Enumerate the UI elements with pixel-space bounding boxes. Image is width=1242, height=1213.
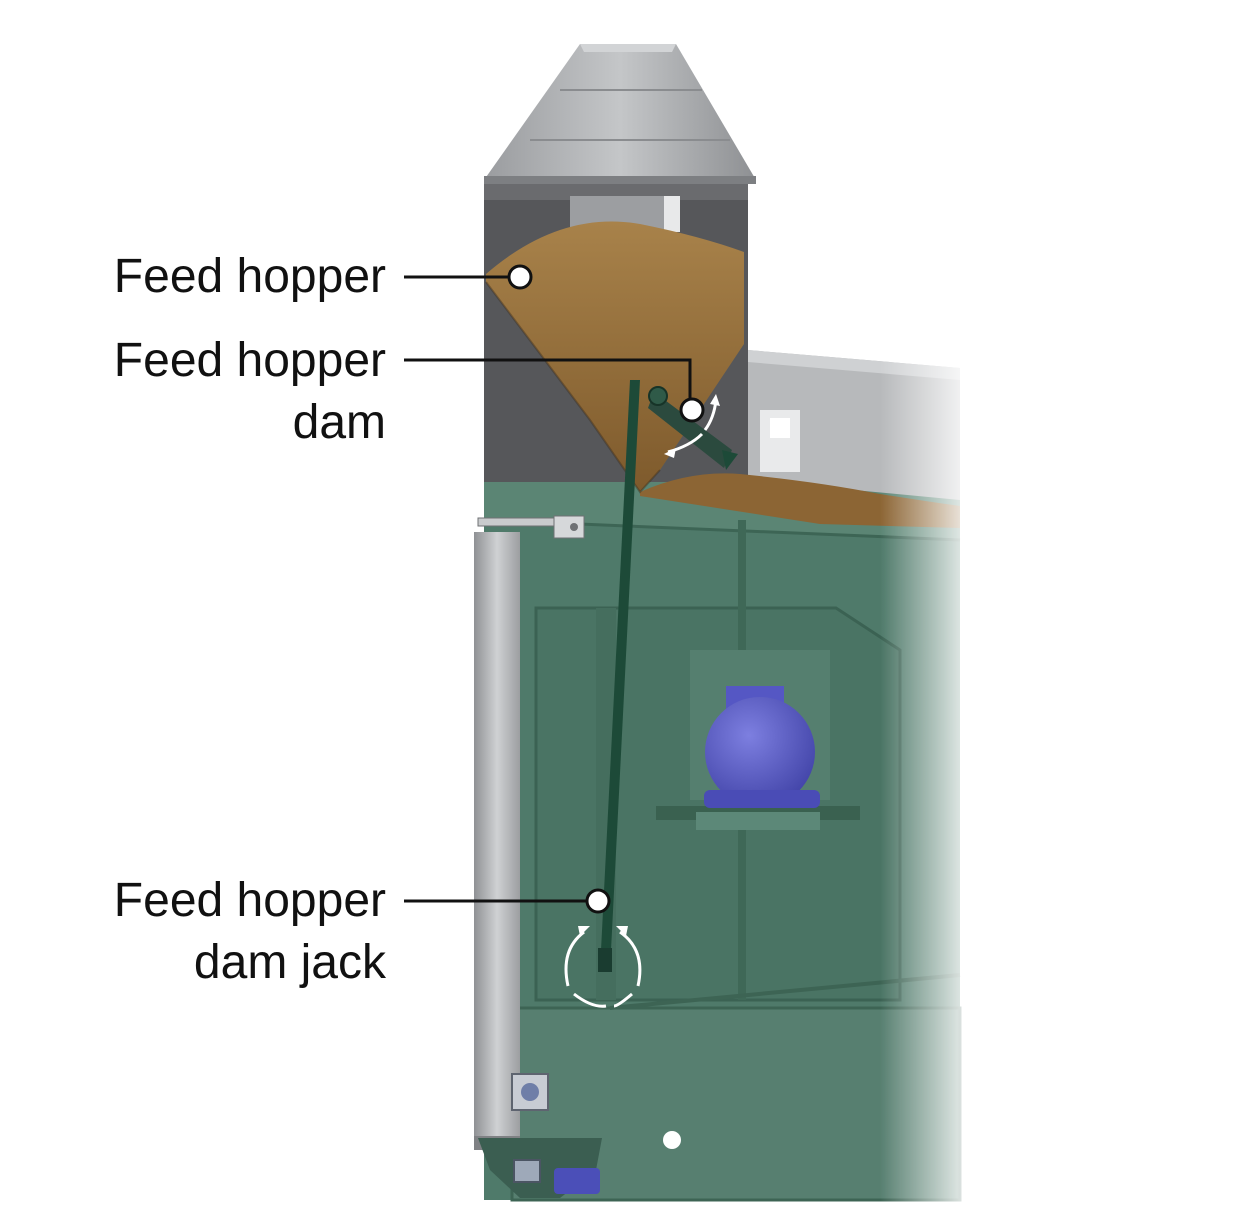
marker-feed-hopper-dam	[679, 397, 705, 423]
jack-rotation-arrows-icon	[564, 926, 642, 1008]
marker-feed-hopper-dam-jack	[585, 888, 611, 914]
label-feed-hopper: Feed hopper	[113, 250, 386, 303]
fade-blank	[980, 0, 1242, 1213]
dam-jack-rod	[598, 380, 640, 972]
fade-edge	[880, 0, 980, 1213]
inspection-hole	[663, 1131, 681, 1149]
auger	[478, 1138, 602, 1198]
marker-feed-hopper	[507, 264, 533, 290]
leader-feed-hopper-dam	[404, 358, 692, 408]
fan-motor	[704, 686, 820, 808]
latch-rod	[477, 515, 585, 539]
bearing	[511, 1073, 549, 1111]
left-post	[474, 532, 520, 1150]
hopper-roof	[484, 44, 756, 184]
callout-markers	[507, 264, 705, 914]
callout-leaders	[404, 275, 692, 903]
hopper-dam-plate	[648, 386, 738, 470]
label-feed-hopper-dam: Feed hopper dam	[113, 334, 386, 449]
dam-rotation-arrows-icon	[664, 394, 720, 458]
label-feed-hopper-dam-jack: Feed hopper dam jack	[113, 874, 386, 989]
